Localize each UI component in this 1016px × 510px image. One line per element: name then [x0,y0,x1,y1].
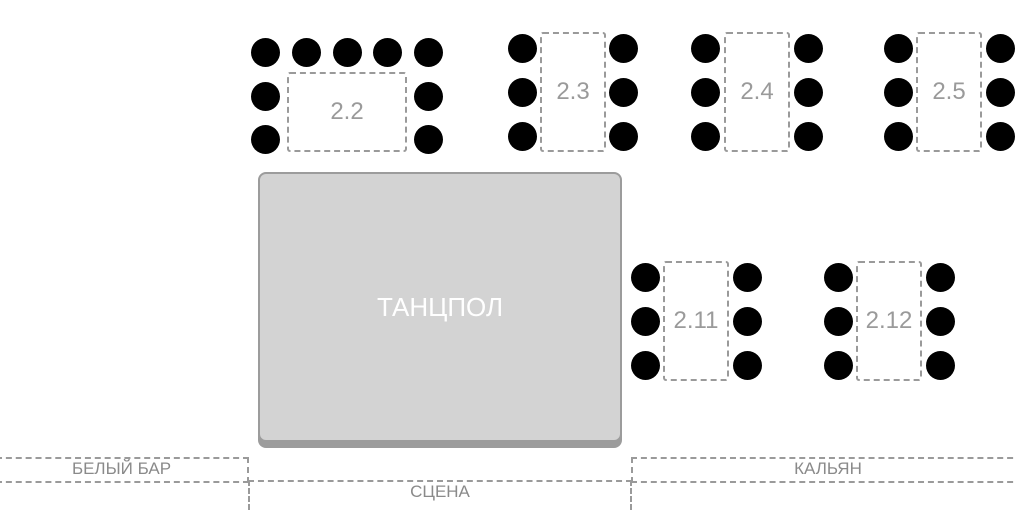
seat[interactable] [373,38,402,67]
seat[interactable] [609,122,638,151]
seat[interactable] [794,122,823,151]
seat[interactable] [926,263,955,292]
table-2-4[interactable]: 2.4 [724,32,790,152]
seat[interactable] [631,351,660,380]
dancefloor-label: ТАНЦПОЛ [376,291,504,322]
zone-label: СЦЕНА [410,482,470,501]
dancefloor: ТАНЦПОЛ [258,172,622,442]
seat[interactable] [733,351,762,380]
seat[interactable] [824,351,853,380]
seat[interactable] [824,263,853,292]
seat[interactable] [609,34,638,63]
seat[interactable] [794,78,823,107]
table-2-3[interactable]: 2.3 [540,32,606,152]
seat[interactable] [508,122,537,151]
table-label: 2.4 [740,78,774,105]
seat[interactable] [631,307,660,336]
seat[interactable] [631,263,660,292]
zone-stage: СЦЕНА [248,480,632,510]
table-label: 2.5 [932,78,966,105]
table-2-12[interactable]: 2.12 [856,261,922,381]
seat[interactable] [691,78,720,107]
seat[interactable] [884,122,913,151]
zone-white-bar: БЕЛЫЙ БАР [0,457,249,483]
seat[interactable] [414,125,443,154]
seat[interactable] [794,34,823,63]
table-label: 2.12 [865,307,913,334]
table-label: 2.11 [673,307,719,334]
seat[interactable] [884,78,913,107]
zone-label: КАЛЬЯН [794,459,862,478]
seat[interactable] [733,263,762,292]
seat[interactable] [986,78,1015,107]
zone-hookah: КАЛЬЯН [631,457,1016,483]
seat[interactable] [508,34,537,63]
zone-label: БЕЛЫЙ БАР [71,459,172,478]
seat[interactable] [414,38,443,67]
seat[interactable] [609,78,638,107]
seat[interactable] [926,351,955,380]
table-2-2[interactable]: 2.2 [287,72,407,152]
table-2-11[interactable]: 2.11 [663,261,729,381]
seat[interactable] [251,38,280,67]
seat[interactable] [986,34,1015,63]
seat[interactable] [691,34,720,63]
seat[interactable] [824,307,853,336]
table-2-5[interactable]: 2.5 [916,32,982,152]
seat[interactable] [986,122,1015,151]
seat[interactable] [251,125,280,154]
seat[interactable] [414,82,443,111]
seat[interactable] [691,122,720,151]
seat[interactable] [251,82,280,111]
seat[interactable] [884,34,913,63]
seat[interactable] [333,38,362,67]
seat[interactable] [733,307,762,336]
table-label: 2.3 [556,78,590,105]
table-label: 2.2 [330,98,364,125]
seat[interactable] [508,78,537,107]
seat[interactable] [926,307,955,336]
seat[interactable] [292,38,321,67]
